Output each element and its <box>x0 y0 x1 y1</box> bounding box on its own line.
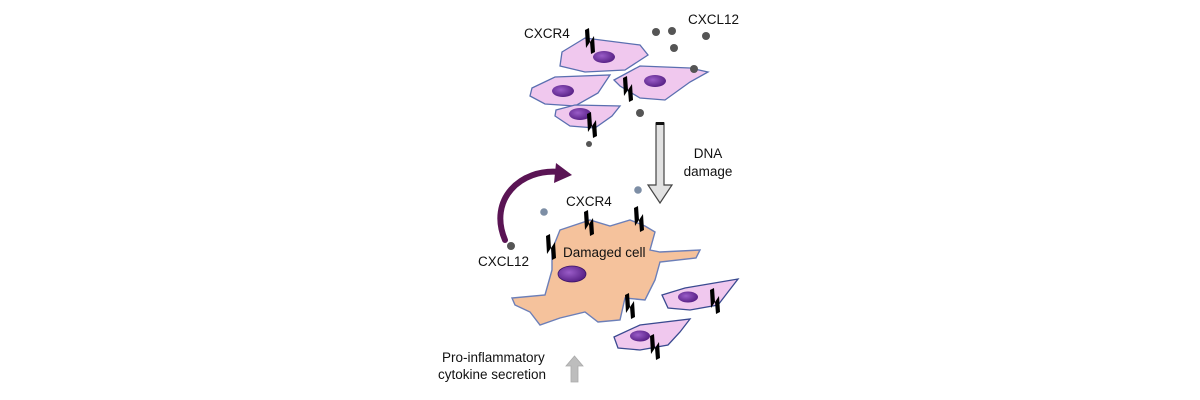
cxcl12-ligand-icon <box>540 208 548 216</box>
healthy-cell <box>661 278 740 314</box>
cxcr4-label-top: CXCR4 <box>524 26 570 41</box>
cxcl12-ligand-icon <box>634 186 642 194</box>
dna-damage-arrow-icon <box>646 122 674 205</box>
nucleus <box>569 108 591 120</box>
cxcr4-label-bottom: CXCR4 <box>566 194 612 209</box>
secretion-label-line2: cytokine secretion <box>438 367 547 382</box>
healthy-cell-cluster-top <box>529 28 710 138</box>
cxcl12-label-top: CXCL12 <box>688 12 740 27</box>
nucleus <box>630 330 650 342</box>
autocrine-feedback-arrow-icon <box>497 163 572 243</box>
cxcl12-label-bottom: CXCL12 <box>478 254 530 269</box>
dna-damage-label-line2: damage <box>683 164 733 179</box>
cxcr4-receptor-icon <box>546 234 556 260</box>
increase-arrow-icon <box>565 355 584 383</box>
nucleus <box>644 75 666 87</box>
healthy-cell <box>559 37 649 73</box>
healthy-cell <box>529 74 612 107</box>
nucleus <box>552 85 574 97</box>
nucleus <box>593 51 615 63</box>
nucleus <box>557 265 587 283</box>
dna-damage-label-line1: DNA <box>693 146 723 161</box>
healthy-cell <box>613 318 692 360</box>
healthy-cell <box>612 65 710 101</box>
nucleus <box>678 291 698 303</box>
cxcl12-ligands-top <box>586 27 710 147</box>
cxcl12-ligand-icon <box>507 242 515 250</box>
damaged-cell-label: Damaged cell <box>563 245 646 260</box>
secretion-label-line1: Pro-inflammatory <box>442 350 545 365</box>
damaged-cell <box>510 206 702 326</box>
